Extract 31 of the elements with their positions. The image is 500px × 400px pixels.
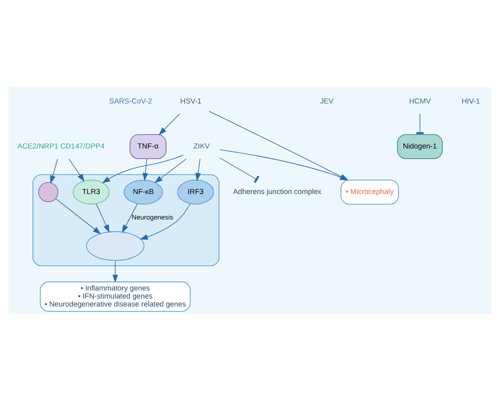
node-circle [38,182,58,202]
arrow [96,203,110,232]
arrow [50,158,58,184]
node-text: HSV-1 [180,96,202,106]
connector [416,113,424,134]
node-text: SARS-CoV-2 [109,96,152,106]
arrow [142,158,148,181]
arrow [140,203,191,240]
node-box: • Microcephaly [340,179,399,204]
node-text: ZIKV [193,140,210,150]
arrow [68,158,85,182]
node-circle [86,230,144,260]
arrow [102,154,184,183]
node-text: Adherens junction complex [233,186,322,196]
arrow [158,113,180,135]
arrow [55,198,102,234]
node-text: JEV [320,96,334,106]
arrow [112,260,118,282]
connector [219,157,260,183]
node-box: • Inflammatory genes • IFN-stimulated genes • Neurodegenerative disease related genes [40,281,191,312]
arrow [154,158,187,183]
node-ellipse: TLR3 [72,179,110,204]
node-text: ACE2/NRP1 CD147/DPP4 [17,140,105,150]
node-box: Nidogen-1 [397,134,443,158]
node-text: HIV-1 [462,96,480,106]
node-text: HCMV [409,96,431,106]
node-ellipse: NF-κB [124,179,163,204]
node-box: TNF-α [130,134,166,158]
arrow [195,158,201,181]
arrow [122,202,138,232]
node-ellipse: IRF3 [177,179,214,204]
